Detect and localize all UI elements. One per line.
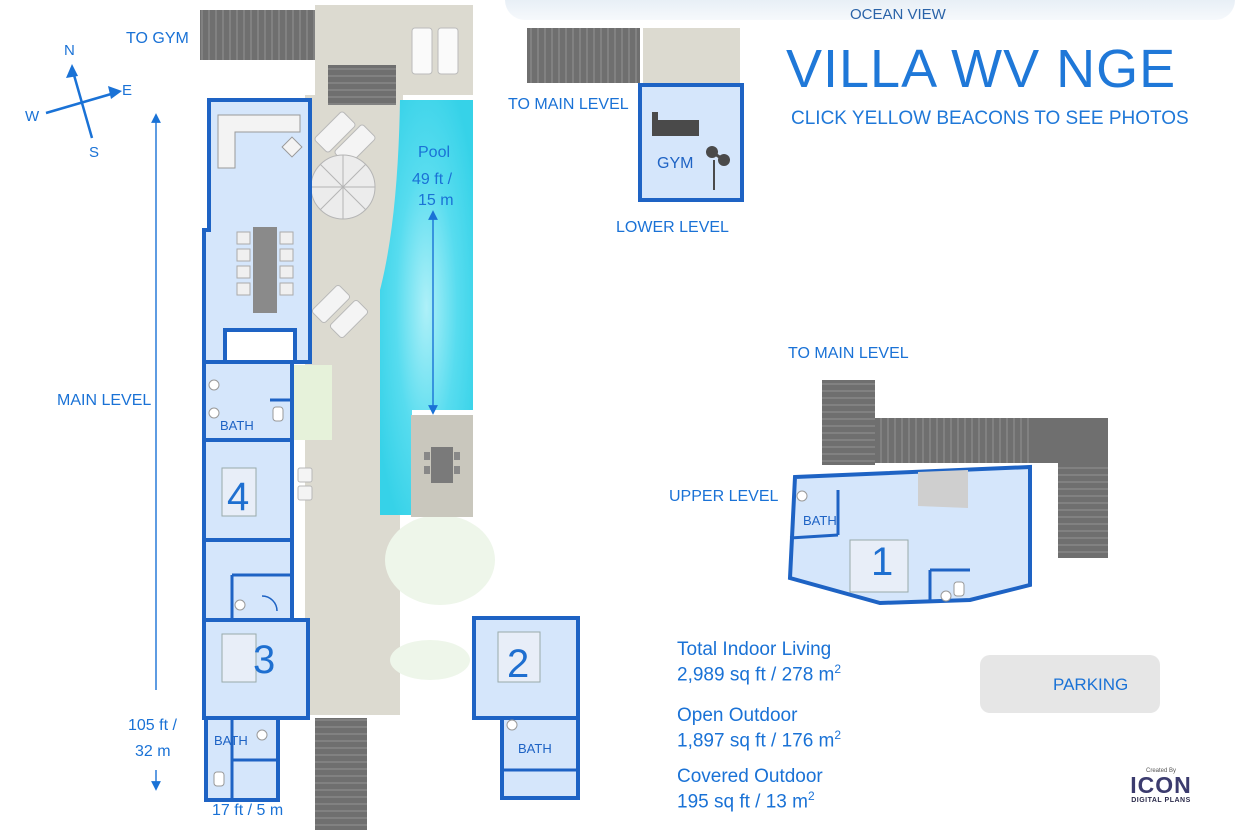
stat-indoor: Total Indoor Living 2,989 sq ft / 278 m2 [677, 637, 841, 687]
bedroom-4-number[interactable]: 4 [227, 475, 250, 519]
stairs-upper-c [1058, 463, 1108, 558]
gym-to-main-level-label[interactable]: TO MAIN LEVEL [508, 96, 629, 113]
parking-label: PARKING [1053, 675, 1129, 694]
stat-covered: Covered Outdoor 195 sq ft / 13 m2 [677, 764, 823, 814]
treadmill [655, 120, 699, 136]
bath-bed2 [500, 716, 580, 800]
width-label: 17 ft / 5 m [212, 802, 284, 819]
sofa [217, 114, 301, 169]
pool [380, 100, 473, 515]
parking-area [980, 655, 1160, 713]
stat-covered-label: Covered Outdoor [677, 766, 823, 787]
stairs-gym [527, 28, 640, 83]
stat-open: Open Outdoor 1,897 sq ft / 176 m2 [677, 703, 841, 753]
stairs-bottom [315, 718, 367, 830]
stat-indoor-sup: 2 [834, 662, 842, 677]
stat-open-sup: 2 [834, 728, 842, 743]
stat-open-label: Open Outdoor [677, 705, 798, 726]
pool-length-ft: 49 ft / [412, 171, 453, 188]
bath-upper-label: BATH [803, 513, 837, 528]
bath-bed2-label: BATH [518, 741, 552, 756]
upper-level-label: UPPER LEVEL [669, 488, 779, 505]
icon-digital-plans-logo: Created By ICON DIGITAL PLANS [1130, 768, 1192, 804]
bath-main-top-label: BATH [220, 418, 254, 433]
compass-rose [45, 67, 119, 139]
bath-main-bottom-label: BATH [214, 733, 248, 748]
compass-w: W [25, 108, 40, 125]
pool-length-m: 15 m [418, 192, 454, 209]
compass-s: S [89, 144, 100, 161]
stairs-upper-b [875, 418, 970, 463]
outdoor-table [431, 447, 453, 483]
pool-label: Pool [418, 144, 451, 161]
to-gym-label[interactable]: TO GYM [126, 30, 189, 47]
bedroom-2-number[interactable]: 2 [507, 642, 530, 686]
gym-deck [643, 28, 740, 83]
stairs-upper-a [822, 380, 875, 465]
bed-3 [221, 633, 257, 683]
page-title: VILLA WV NGE [786, 39, 1177, 99]
dining-table [253, 227, 277, 313]
stat-indoor-value: 2,989 sq ft / 278 m [677, 664, 835, 686]
stairs-to-gym [200, 10, 315, 60]
ocean-view-label: OCEAN VIEW [850, 6, 946, 23]
bed-2 [497, 631, 541, 683]
main-level-label: MAIN LEVEL [57, 392, 152, 409]
compass-n: N [64, 42, 75, 59]
stat-covered-value: 195 sq ft / 13 m [677, 791, 808, 813]
length-ft-label: 105 ft / [128, 717, 177, 734]
bedroom-1-number[interactable]: 1 [871, 540, 894, 584]
bedroom-3-number[interactable]: 3 [253, 638, 276, 682]
length-m-label: 32 m [135, 743, 171, 760]
bed-4 [221, 467, 257, 517]
gym-room [638, 83, 744, 202]
ocean-strip [505, 0, 1235, 20]
stat-covered-sup: 2 [807, 789, 815, 804]
lower-level-label: LOWER LEVEL [616, 219, 729, 236]
stairs-deck [328, 65, 396, 105]
stat-open-value: 1,897 sq ft / 176 m [677, 730, 835, 752]
compass-e: E [122, 82, 133, 99]
photos-hint: CLICK YELLOW BEACONS TO SEE PHOTOS [791, 108, 1189, 129]
upper-to-main-level-label[interactable]: TO MAIN LEVEL [788, 345, 909, 362]
bed-1 [849, 539, 909, 593]
gym-label: GYM [657, 155, 694, 172]
stat-indoor-label: Total Indoor Living [677, 639, 832, 660]
